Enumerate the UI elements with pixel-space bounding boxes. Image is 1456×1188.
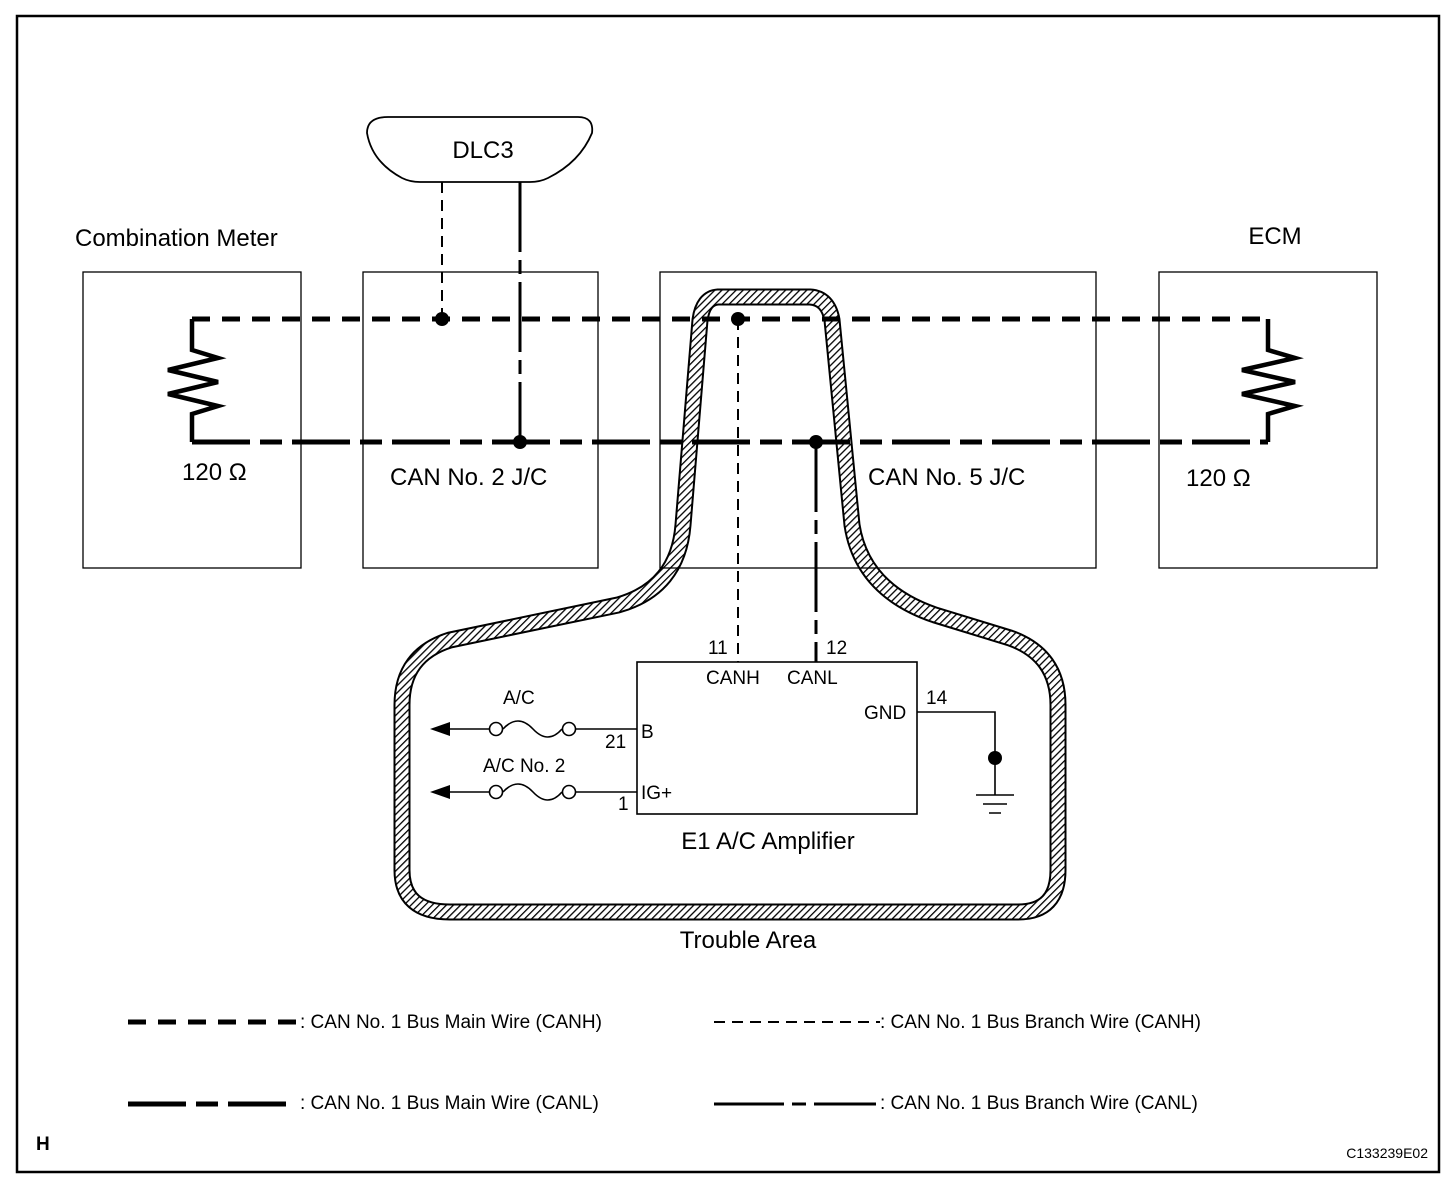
pin-canl-label: CANL — [787, 668, 838, 689]
ground-circuit: 14 — [917, 688, 1014, 814]
ac-amplifier-label: E1 A/C Amplifier — [681, 828, 854, 855]
fuse-terminal — [488, 721, 504, 737]
figure-code: C133239E02 — [1346, 1145, 1428, 1161]
can-jc2-label: CAN No. 2 J/C — [390, 464, 547, 491]
trouble-area-outline — [393, 288, 1067, 921]
legend-branch-canh-text: : CAN No. 1 Bus Branch Wire (CANH) — [880, 1012, 1201, 1033]
can-jc5-label: CAN No. 5 J/C — [868, 464, 1025, 491]
junction-dot — [435, 312, 449, 326]
pin-b-label: B — [641, 722, 654, 743]
left-resistor-label: 120 Ω — [182, 459, 247, 486]
pin-gnd-label: GND — [864, 703, 906, 724]
pin-canh-label: CANH — [706, 668, 760, 689]
junction-dot — [513, 435, 527, 449]
pin-ig-number: 1 — [618, 794, 629, 815]
ecm-box — [1158, 271, 1378, 569]
ground-icon — [976, 794, 1014, 814]
arrow-left-icon — [430, 722, 450, 736]
right-resistor: 120 Ω — [1186, 319, 1304, 492]
outer-frame — [15, 14, 1441, 1174]
trouble-area-label: Trouble Area — [680, 927, 817, 954]
ground-junction-dot — [988, 751, 1002, 765]
ig-circuit: A/C No. 2 1 — [430, 756, 637, 815]
combination-meter-label: Combination Meter — [75, 225, 278, 252]
fuse-terminal — [561, 784, 577, 800]
fuse-ac2-icon — [502, 783, 563, 801]
can-jc5-box — [659, 271, 1097, 569]
legend: : CAN No. 1 Bus Main Wire (CANH) : CAN N… — [128, 1012, 1201, 1114]
fuse-ac-icon — [502, 720, 563, 738]
pin-canh-number: 11 — [708, 638, 728, 659]
pin-gnd-number: 14 — [926, 688, 948, 709]
junction-dot — [809, 435, 823, 449]
legend-branch-canl-text: : CAN No. 1 Bus Branch Wire (CANL) — [880, 1093, 1198, 1114]
fuse-terminal — [488, 784, 504, 800]
ecm-label: ECM — [1248, 223, 1301, 250]
pin-ig-label: IG+ — [641, 783, 672, 804]
legend-main-canl-text: : CAN No. 1 Bus Main Wire (CANL) — [300, 1093, 599, 1114]
junction-dot — [731, 312, 745, 326]
combination-meter-box — [82, 271, 302, 569]
right-resistor-label: 120 Ω — [1186, 465, 1251, 492]
fuse-ac2-label: A/C No. 2 — [483, 756, 565, 777]
left-resistor: 120 Ω — [167, 319, 247, 486]
dlc3-connector: DLC3 — [366, 116, 594, 183]
footer-letter: H — [36, 1134, 50, 1155]
pin-canl-number: 12 — [826, 638, 847, 659]
b-circuit: A/C 21 — [430, 688, 637, 753]
can-jc2-box — [362, 271, 599, 569]
fuse-terminal — [561, 721, 577, 737]
ac-amplifier-box — [636, 661, 918, 815]
pin-b-number: 21 — [605, 732, 626, 753]
fuse-ac-label: A/C — [503, 688, 535, 709]
legend-main-canh-text: : CAN No. 1 Bus Main Wire (CANH) — [300, 1012, 602, 1033]
dlc3-label: DLC3 — [452, 137, 513, 164]
arrow-left-icon — [430, 785, 450, 799]
